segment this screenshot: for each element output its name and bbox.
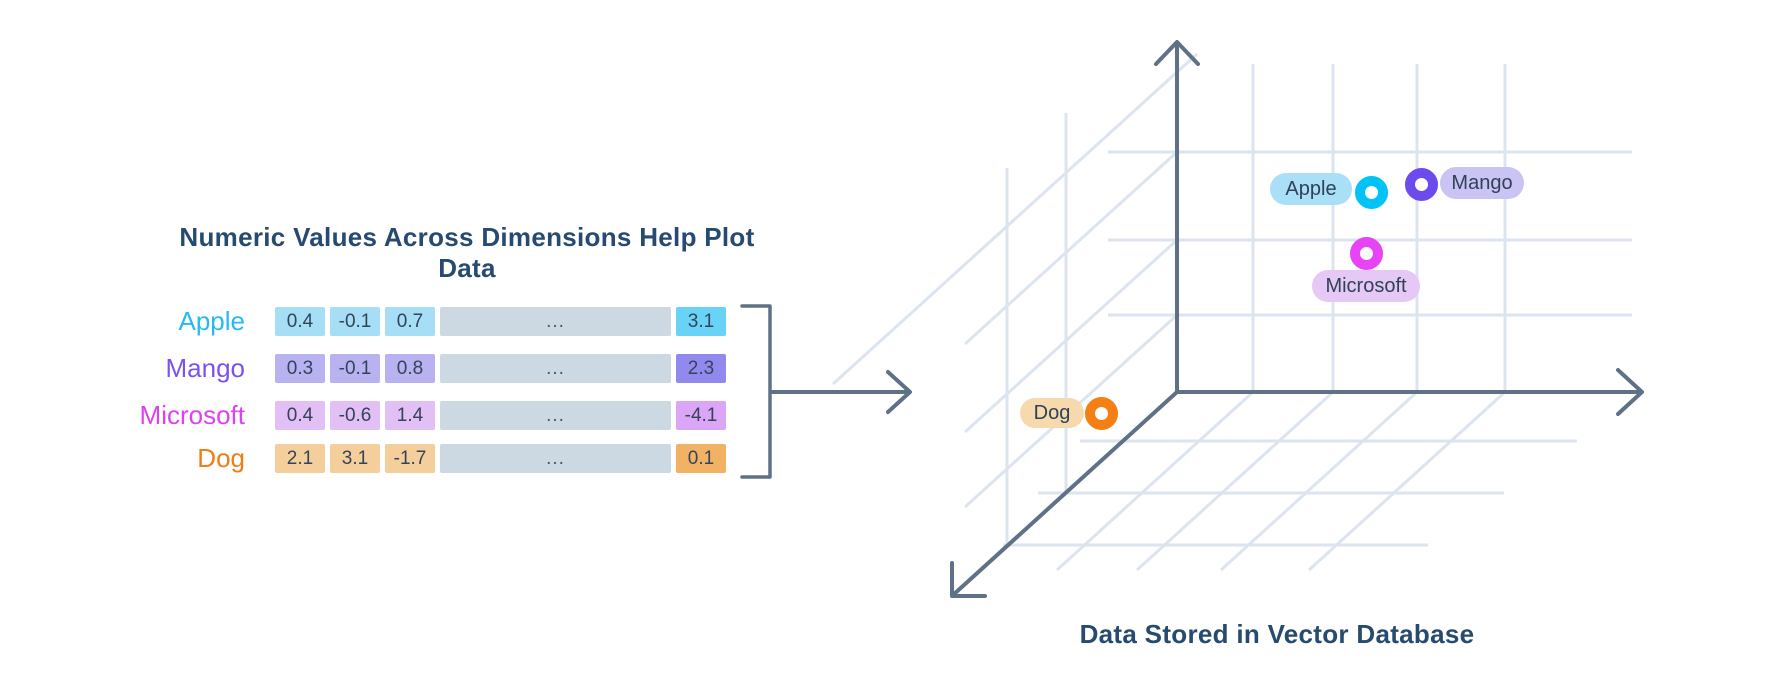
leftwall-top-depth-gridline xyxy=(831,52,1199,386)
row-label-apple: Apple xyxy=(178,306,246,336)
row-label-dog: Dog xyxy=(197,443,245,473)
z-axis xyxy=(951,390,1179,597)
vector-cell-last: 2.3 xyxy=(676,354,726,383)
data-point-microsoft xyxy=(1350,237,1383,270)
point-label-microsoft: Microsoft xyxy=(1312,270,1420,302)
floor-depth-gridline xyxy=(1219,390,1419,572)
vector-ellipsis-cell: ... xyxy=(440,444,671,473)
data-point-apple xyxy=(1355,176,1388,209)
point-label-dog: Dog xyxy=(1020,398,1084,428)
vector-cell: 0.7 xyxy=(385,307,435,336)
floor-depth-gridline xyxy=(1307,390,1507,572)
vector-cell: 2.1 xyxy=(275,444,325,473)
vector-ellipsis-cell: ... xyxy=(440,401,671,430)
x-axis-arrow-head xyxy=(1616,368,1644,416)
embedding-row-apple: Apple 0.4 -0.1 0.7 ... 3.1 xyxy=(0,307,760,336)
vector-cell: -0.1 xyxy=(330,307,380,336)
vector-cell: 1.4 xyxy=(385,401,435,430)
embedding-row-mango: Mango 0.3 -0.1 0.8 ... 2.3 xyxy=(0,354,760,383)
vector-cell-last: -4.1 xyxy=(676,401,726,430)
vector-cell: 3.1 xyxy=(330,444,380,473)
vector-cell: 0.8 xyxy=(385,354,435,383)
vector-cell: -1.7 xyxy=(385,444,435,473)
data-point-mango xyxy=(1405,168,1438,201)
vector-cell: -0.1 xyxy=(330,354,380,383)
data-point-dog xyxy=(1085,397,1118,430)
row-label-mango: Mango xyxy=(165,353,246,383)
vector-cell: 0.4 xyxy=(275,401,325,430)
row-label-microsoft: Microsoft xyxy=(139,400,245,430)
embeddings-title: Numeric Values Across Dimensions Help Pl… xyxy=(179,222,755,283)
floor-depth-gridline xyxy=(1135,390,1335,572)
vector-cell-last: 3.1 xyxy=(676,307,726,336)
y-axis-arrow-head xyxy=(1154,40,1200,66)
floor-depth-gridline xyxy=(1055,390,1255,572)
leftwall-depth-gridline xyxy=(963,238,1179,434)
plot-grid xyxy=(831,52,1632,572)
z-axis-arrow-head xyxy=(950,561,987,598)
plot-title: Data Stored in Vector Database xyxy=(1079,619,1475,649)
flow-arrow-head xyxy=(886,370,912,414)
vector-cell: 0.4 xyxy=(275,307,325,336)
leftwall-depth-gridline xyxy=(963,150,1179,346)
vector-cell-last: 0.1 xyxy=(676,444,726,473)
embedding-row-microsoft: Microsoft 0.4 -0.6 1.4 ... -4.1 xyxy=(0,401,760,430)
point-label-apple: Apple xyxy=(1270,173,1352,205)
vector-cell: 0.3 xyxy=(275,354,325,383)
embedding-row-dog: Dog 2.1 3.1 -1.7 ... 0.1 xyxy=(0,444,760,473)
vector-cell: -0.6 xyxy=(330,401,380,430)
vector-ellipsis-cell: ... xyxy=(440,354,671,383)
axes-and-connectors xyxy=(740,40,1644,598)
vector-ellipsis-cell: ... xyxy=(440,307,671,336)
point-label-mango: Mango xyxy=(1440,167,1524,199)
